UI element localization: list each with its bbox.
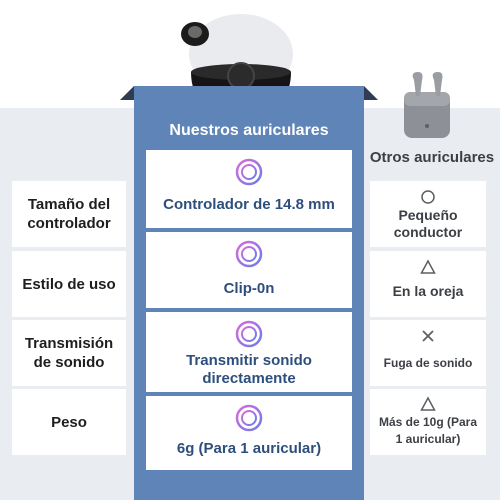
panel-fold-right: [364, 86, 378, 100]
other-feature-driver-size: Pequeño conductor: [370, 181, 486, 247]
other-feature-text: Más de 10g (Para 1 auricular): [378, 415, 478, 446]
row-label-text: Peso: [51, 413, 87, 431]
other-earbuds-image: [404, 72, 450, 138]
other-feature-sound-transmission: Fuga de sonido: [370, 320, 486, 386]
row-label-text: Tamaño del controlador: [27, 196, 111, 232]
other-feature-text: Fuga de sonido: [383, 356, 473, 370]
circle-icon: [421, 190, 435, 204]
other-feature-weight: Más de 10g (Para 1 auricular): [370, 389, 486, 455]
other-product-header: Otros auriculares: [369, 148, 495, 166]
our-product-header: Nuestros auriculares: [169, 122, 329, 139]
feature-ring-icon: [235, 320, 263, 348]
row-label-wearing-style: Estilo de uso: [12, 251, 126, 317]
our-feature-text: Clip-0n: [223, 280, 275, 297]
other-feature-text: En la oreja: [392, 283, 464, 299]
triangle-icon: [420, 259, 436, 274]
our-feature-text: 6g (Para 1 auricular): [176, 440, 322, 457]
row-label-text: Estilo de uso: [22, 275, 116, 293]
panel-fold-left: [120, 86, 134, 100]
other-earbud-1: [412, 72, 423, 96]
feature-ring-icon: [235, 240, 263, 268]
feature-ring-icon: [235, 404, 263, 432]
row-label-text: Transmisión de sonido: [24, 335, 114, 371]
row-label-weight: Peso: [12, 389, 126, 455]
other-feature-text: Pequeño conductor: [393, 207, 463, 240]
row-label-sound-transmission: Transmisión de sonido: [12, 320, 126, 386]
other-earbud-2: [432, 72, 443, 96]
our-feature-sound-transmission: Transmitir sonido directamente: [146, 312, 352, 392]
triangle-icon: [420, 396, 436, 411]
our-feature-text: Transmitir sonido directamente: [186, 352, 312, 387]
cross-icon: [422, 330, 434, 342]
row-label-driver-size: Tamaño del controlador: [12, 181, 126, 247]
our-feature-driver-size: Controlador de 14.8 mm: [146, 150, 352, 228]
other-feature-wearing-style: En la oreja: [370, 251, 486, 317]
our-feature-weight: 6g (Para 1 auricular): [146, 396, 352, 470]
our-feature-text: Controlador de 14.8 mm: [163, 196, 335, 213]
feature-ring-icon: [235, 158, 263, 186]
our-feature-wearing-style: Clip-0n: [146, 232, 352, 308]
